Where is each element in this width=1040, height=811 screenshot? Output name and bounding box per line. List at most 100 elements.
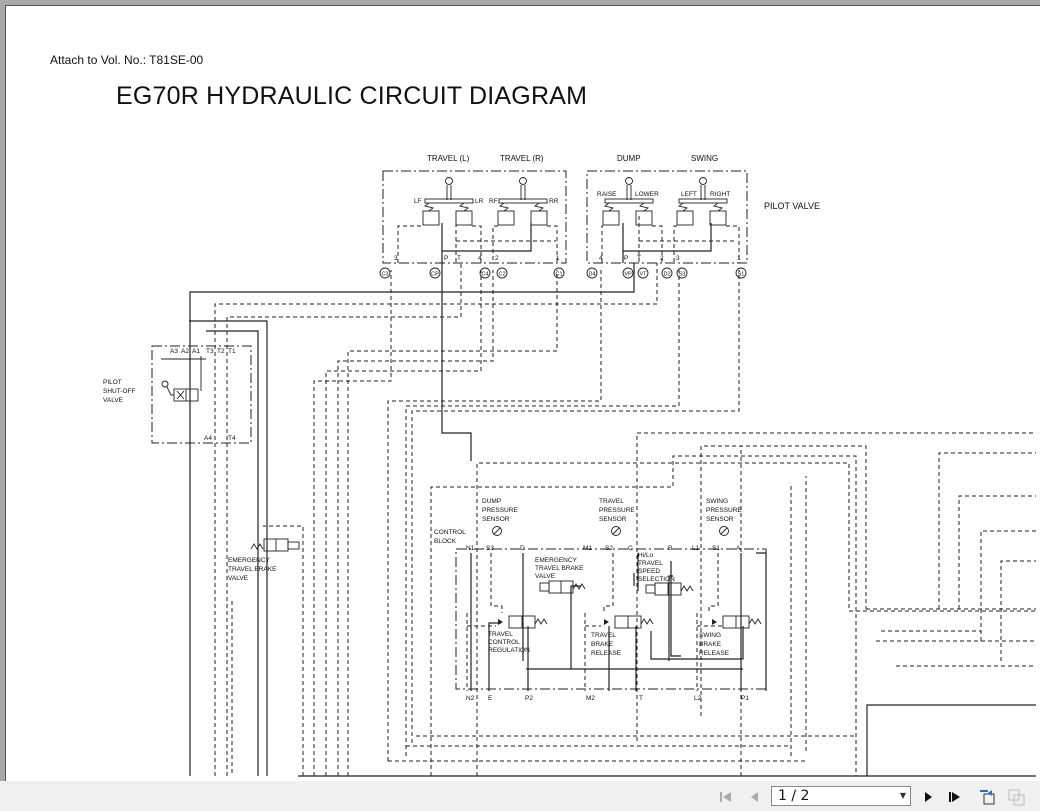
document-page: Attach to Vol. No.: T81SE-00 EG70R HYDRA… — [5, 5, 1040, 781]
viewer-toolbar: 1 / 2 ▼ — [0, 781, 1040, 811]
port-tb: T — [637, 255, 641, 262]
shutoff-label-2: SHUT-OFF — [103, 388, 136, 395]
control-block-bottom-ports: N2 E P2 M2 T L2 P1 — [466, 695, 749, 702]
travel-control-regulation-valve: TRAVEL CONTROL REGULATION — [488, 615, 548, 654]
connector-vp: VP — [622, 267, 634, 279]
pilot-valve-housing-dump-swing — [586, 170, 748, 264]
valve-label: RELEASE — [591, 650, 622, 657]
connector-c4: C4 — [479, 267, 491, 279]
port-l2: L2 — [694, 695, 702, 702]
port-t: T — [639, 695, 643, 702]
port-2b: 2 — [660, 255, 664, 262]
label-raise: RAISE — [597, 191, 617, 198]
page-selector[interactable]: 1 / 2 ▼ — [771, 786, 911, 806]
port-1: 1 — [556, 255, 560, 262]
valve-label: SELECTION — [638, 576, 675, 583]
port-s1: S1 — [712, 545, 720, 552]
port-1b: 1 — [737, 255, 741, 262]
label-right: RIGHT — [710, 191, 730, 198]
control-block-label-2: BLOCK — [434, 538, 457, 545]
section-label-travel-l: TRAVEL (L) — [427, 154, 470, 163]
port-l1: L1 — [692, 545, 700, 552]
control-block: CONTROL BLOCK DUMP PRESSURE SENSOR TRAVE… — [434, 498, 767, 702]
emergency-travel-brake-valve: EMERGENCY TRAVEL BRAKE VALVE — [535, 557, 586, 594]
port-t4: T4 — [228, 435, 236, 442]
svg-text:C3: C3 — [381, 272, 388, 278]
valve-label: REGULATION — [488, 647, 530, 654]
page-indicator: 1 / 2 — [778, 788, 810, 804]
next-page-icon — [925, 792, 932, 802]
first-page-button[interactable] — [716, 787, 736, 807]
port-d: D — [520, 545, 525, 552]
port-p2: P2 — [525, 695, 533, 702]
valve-label: RELEASE — [699, 650, 730, 657]
port-4b: 4 — [599, 255, 603, 262]
sensor-label: SENSOR — [482, 516, 510, 523]
svg-text:C2: C2 — [498, 272, 505, 278]
section-label-travel-r: TRAVEL (R) — [500, 154, 544, 163]
pilot-shutoff-valve: PILOT SHUT-OFF VALVE A3 A2 A1 T3 T2 T1 A… — [103, 345, 252, 444]
next-page-button[interactable] — [918, 787, 938, 807]
joystick-travel-l — [424, 177, 474, 204]
port-pb: P — [624, 255, 628, 262]
joystick-swing — [678, 177, 728, 204]
pilot-shutoff-line-2 — [206, 330, 259, 776]
sensor-label: SENSOR — [599, 516, 627, 523]
last-page-button[interactable] — [945, 787, 965, 807]
port-a3: A3 — [170, 348, 178, 355]
svg-text:C4: C4 — [481, 272, 488, 278]
emergency-left-label-3: VALVE — [228, 575, 249, 582]
port-c: C — [628, 545, 633, 552]
pilot-p-lines — [441, 223, 712, 263]
pilot-valve-label: PILOT VALVE — [764, 201, 820, 211]
new-window-button[interactable] — [1006, 787, 1026, 807]
connector-c2: C2 — [496, 267, 508, 279]
port-t2: T2 — [217, 348, 225, 355]
valve-label: Hi/Lo — [638, 552, 654, 559]
port-a: A — [736, 545, 741, 552]
connector-vt: VT — [637, 267, 649, 279]
emergency-travel-brake-valve-left: EMERGENCY TRAVEL BRAKE VALVE — [228, 538, 300, 582]
svg-text:VP: VP — [624, 272, 632, 278]
connector-d4: D4 — [586, 267, 598, 279]
dump-pressure-sensor: DUMP PRESSURE SENSOR — [482, 498, 518, 536]
connector-d2: D2 — [661, 267, 673, 279]
sensor-label: DUMP — [482, 498, 501, 505]
pilot-p-to-block — [441, 263, 472, 461]
new-window-icon — [1008, 789, 1025, 806]
shutoff-label-1: PILOT — [103, 379, 122, 386]
port-2: 2 — [495, 255, 499, 262]
pilot-internal-lines — [397, 216, 740, 263]
port-t3: T3 — [206, 348, 214, 355]
travel-pressure-sensor: TRAVEL PRESSURE SENSOR — [599, 498, 635, 536]
sensor-label: TRAVEL — [599, 498, 624, 505]
valve-label: BRAKE — [699, 641, 722, 648]
previous-page-icon — [751, 792, 758, 802]
port-3b: 3 — [676, 255, 680, 262]
section-label-dump: DUMP — [617, 154, 641, 163]
first-page-icon — [720, 792, 731, 802]
valve-label: TRAVEL — [638, 560, 663, 567]
pilot-pressure-main — [189, 263, 635, 776]
svg-text:D2: D2 — [663, 272, 670, 278]
main-return-line — [866, 704, 1036, 776]
fit-page-button[interactable] — [977, 787, 997, 807]
sensor-label: PRESSURE — [706, 507, 742, 514]
svg-text:D4: D4 — [588, 272, 595, 278]
emergency-left-label-1: EMERGENCY — [228, 557, 271, 564]
chevron-down-icon: ▼ — [899, 791, 906, 800]
previous-page-button[interactable] — [744, 787, 764, 807]
label-left: LEFT — [681, 191, 697, 198]
valve-label: BRAKE — [591, 641, 614, 648]
port-p1: P1 — [741, 695, 749, 702]
pilot-valve-housing-travel — [382, 170, 567, 264]
label-lf: LF — [414, 198, 422, 205]
pilot-lines — [189, 263, 1036, 777]
connector-c1: C1 — [553, 267, 565, 279]
attach-note: Attach to Vol. No.: T81SE-00 — [50, 53, 204, 67]
connector-cp: CP — [429, 267, 441, 279]
swing-pressure-sensor: SWING PRESSURE SENSOR — [706, 498, 742, 536]
sensor-label: SWING — [706, 498, 728, 505]
control-block-label-1: CONTROL — [434, 529, 466, 536]
